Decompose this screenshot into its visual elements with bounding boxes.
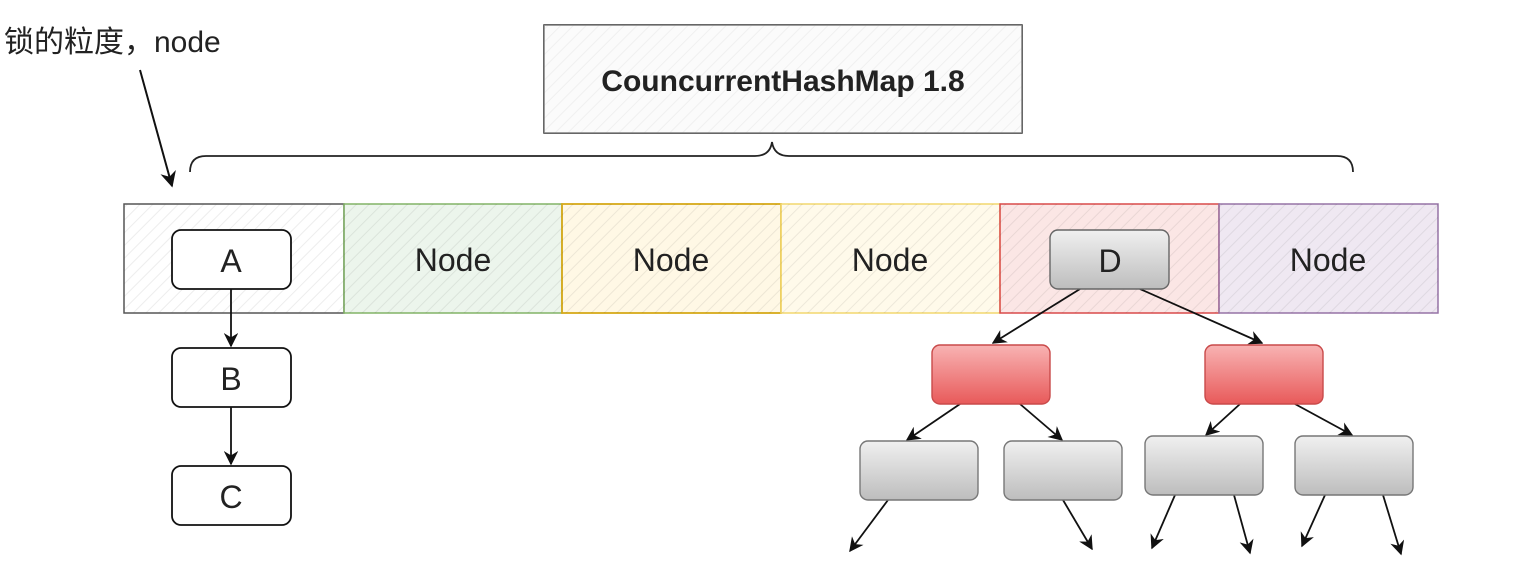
tree-red-node [1204,344,1324,405]
tree-edge [1294,403,1354,436]
tree-root-node: D [1049,229,1170,290]
tree-gray-node [859,440,979,501]
hash-array: Node Node Node Node [123,203,1439,314]
tree-root-label: D [1098,243,1121,279]
array-brace [189,141,1354,173]
title-box: CouncurrentHashMap 1.8 [543,24,1023,134]
tree-gray-node [1144,435,1264,496]
array-cell-label: Node [415,242,492,278]
tree-edges [849,288,1405,556]
annotation-arrow [139,69,176,188]
array-cell-5: Node [1218,203,1439,314]
tree-edge [1382,494,1405,556]
list-node-label: B [220,361,241,397]
tree-edge [1300,494,1326,548]
tree-edge [1139,288,1264,345]
tree-edge [1150,494,1176,550]
array-cell-3: Node [780,203,1001,314]
tree-red-node [931,344,1051,405]
array-cell-label: Node [633,242,710,278]
tree-gray-node [1294,435,1414,496]
array-cell-1: Node [343,203,563,314]
list-node-a: A [171,229,292,290]
tree-edge [1233,494,1254,555]
list-node-label: C [219,479,242,515]
tree-edge [1019,403,1064,441]
list-node-b: B [171,347,292,408]
tree-edge [905,403,961,441]
tree: D [849,229,1414,556]
tree-gray-node [1003,440,1123,501]
tree-edge [991,288,1081,344]
annotation-text: 锁的粒度，node [4,26,221,59]
array-cell-label: Node [852,242,929,278]
list-node-label: A [220,243,242,279]
linked-list: A B C [171,229,292,526]
tree-edge [1204,403,1241,436]
title-text: CouncurrentHashMap 1.8 [601,65,964,98]
tree-edge [1062,499,1093,551]
tree-edge [849,499,889,553]
array-cell-label: Node [1290,242,1367,278]
array-cell-2: Node [561,203,782,314]
list-node-c: C [171,465,292,526]
